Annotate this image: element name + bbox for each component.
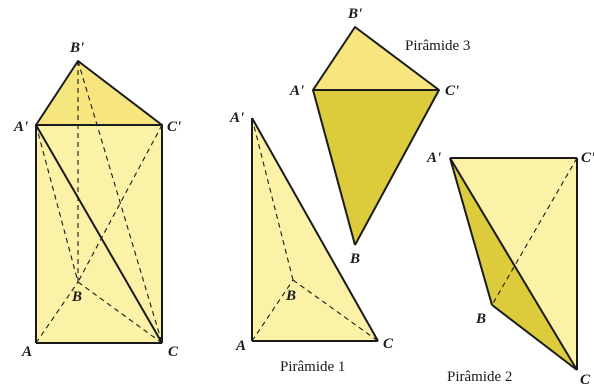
prism-label-Cprime: C' — [167, 119, 181, 135]
prism-diagonal-AprimeC — [35, 124, 163, 344]
prism-label-Aprime: A' — [13, 119, 28, 135]
pyramid-2: A' C' B C Pirâmide 2 — [426, 150, 594, 387]
pyramid-3: B' A' C' B Pirâmide 3 — [289, 6, 470, 267]
pyramid3-label-Aprime: A' — [289, 83, 304, 99]
prism-hidden-BprimeC — [77, 60, 163, 344]
pyramid1-edge-AprimeC — [251, 117, 379, 342]
pyramid3-label-Cprime: C' — [445, 83, 459, 99]
pyramid3-caption: Pirâmide 3 — [405, 38, 470, 54]
pyramid2-label-Aprime: A' — [426, 150, 441, 166]
pyramid3-label-Bprime: B' — [347, 6, 362, 22]
pyramid1-hidden-AprimeB — [251, 117, 294, 281]
pyramid1-label-B: B — [285, 288, 296, 304]
prism-hidden-AB — [35, 281, 79, 344]
prism-label-Bprime: B' — [69, 40, 84, 56]
pyramid1-label-Aprime: A' — [229, 110, 244, 126]
pyramid2-caption: Pirâmide 2 — [447, 369, 512, 385]
pyramid2-label-C: C — [580, 372, 591, 387]
prism: B' A' C' B A C — [13, 40, 181, 360]
prism-hidden-CprimeB — [77, 124, 163, 283]
pyramid3-front-face — [313, 90, 439, 245]
prism-top-face — [35, 60, 163, 126]
pyramid2-hidden-CprimeB — [491, 157, 578, 306]
pyramid1-label-C: C — [383, 336, 394, 352]
pyramid-1: A' B A C Pirâmide 1 — [229, 110, 394, 375]
pyramid2-label-Cprime: C' — [581, 150, 594, 166]
pyramid3-label-B: B — [349, 251, 360, 267]
prism-label-C: C — [168, 344, 179, 360]
pyramid3-top-face — [312, 26, 440, 91]
pyramid3-edge-CprimeB — [354, 89, 440, 246]
pyramid1-hidden-AB — [251, 279, 294, 342]
prism-label-A: A — [21, 344, 32, 360]
prism-hidden-AprimeB — [35, 124, 79, 283]
pyramid3-edge-AprimeB — [312, 89, 356, 246]
pyramid2-label-B: B — [475, 311, 486, 327]
pyramid1-label-A: A — [235, 338, 246, 354]
pyramid2-edge-AprimeC — [449, 157, 578, 371]
pyramid1-caption: Pirâmide 1 — [280, 359, 345, 375]
prism-label-B: B — [71, 289, 82, 305]
pyramid2-edge-BC — [491, 304, 578, 371]
pyramid2-edge-AprimeB — [449, 157, 493, 306]
